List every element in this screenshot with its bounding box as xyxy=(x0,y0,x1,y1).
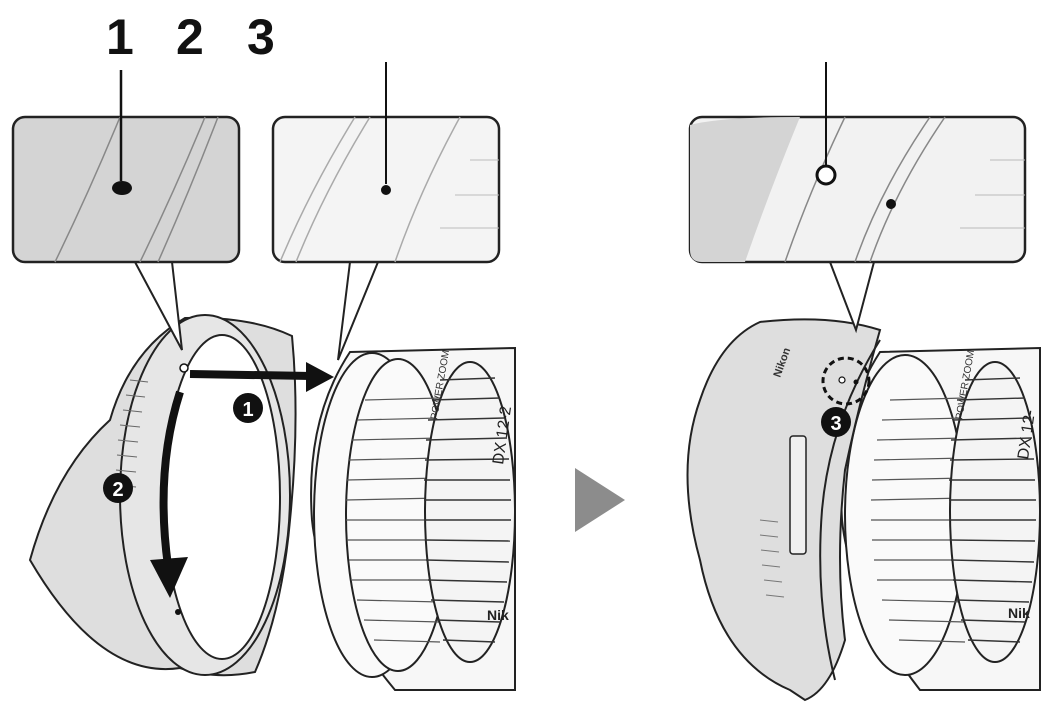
lens-barrel-left xyxy=(311,348,515,690)
inset-hood-mark xyxy=(13,70,239,350)
hood-mark-dot xyxy=(112,181,132,195)
hood-mark-circle xyxy=(817,166,835,184)
lens-barrel-right xyxy=(841,348,1040,690)
aligned-lens-dot xyxy=(854,380,859,385)
hood-lock-dot xyxy=(175,609,181,615)
lens-brand-label-right: Nik xyxy=(1008,605,1030,621)
step-2-number: 2 xyxy=(112,479,123,501)
lens-brand-label-left: Nik xyxy=(487,607,509,623)
step-3-number: 3 xyxy=(830,413,841,435)
step-2-badge: 2 xyxy=(103,473,133,503)
inset-lens-mark xyxy=(273,62,499,360)
triangle-right-icon xyxy=(575,468,625,532)
step-3-badge: 3 xyxy=(821,407,851,437)
step-1-number: 1 xyxy=(242,399,253,421)
aligned-index-dot xyxy=(839,377,845,383)
right-illustration: POWER ZOOM DX 12- Nik Nikon xyxy=(688,62,1041,700)
lens-mark-dot xyxy=(381,185,391,195)
inset-aligned-marks xyxy=(690,62,1025,330)
step-1-badge: 1 xyxy=(233,393,263,423)
hood-index-dot xyxy=(180,364,188,372)
lens-mark-dot-right xyxy=(886,199,896,209)
left-illustration: POWER ZOOM DX 12-2 Nik xyxy=(13,62,515,690)
